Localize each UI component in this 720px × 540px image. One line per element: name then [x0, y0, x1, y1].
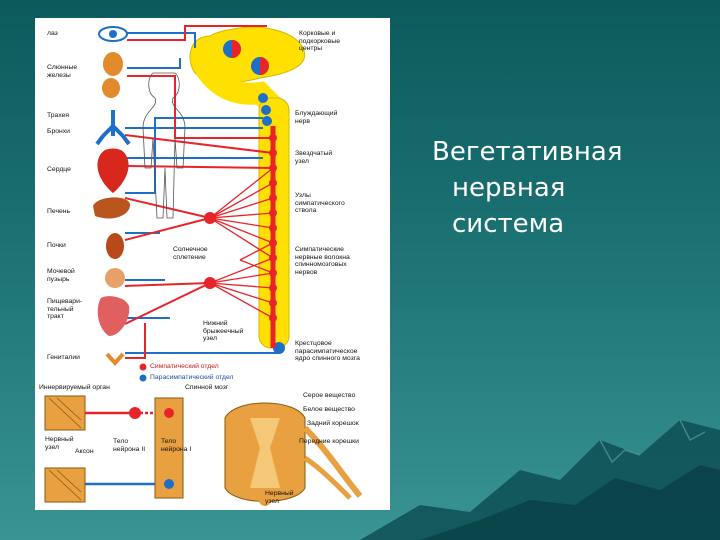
label-nerve-ganglion: Нервный узел: [265, 490, 294, 505]
legend-parasympathetic: Парасимпатический отдел: [150, 374, 234, 381]
label-liver: Печень: [47, 208, 71, 215]
label-neuron2: Тело нейрона II: [113, 438, 146, 453]
title-line-1: Вегетативная: [432, 137, 623, 167]
label-kidneys: Почки: [47, 242, 66, 249]
label-solar-plexus: Солнечное сплетение: [173, 246, 208, 261]
label-neuron1: Тело нейрона I: [161, 438, 192, 453]
title-line-2: нервная: [452, 173, 566, 203]
label-digestive-tract: Пищевари- тельный тракт: [47, 298, 83, 321]
label-white-matter: Белое вещество: [303, 406, 355, 413]
label-vagus-nerve: Блуждающий нерв: [295, 110, 338, 125]
label-salivary-glands: Слюнные железы: [47, 64, 78, 79]
label-axon: Аксон: [75, 448, 94, 455]
label-bronchi: Бронхи: [47, 128, 70, 135]
diagram-drawing: [44, 25, 385, 508]
label-sympathetic-fibers: Симпатические нервные волокна спинномозг…: [295, 246, 350, 276]
label-spinal-cord: Спинной мозг: [185, 384, 229, 391]
label-eye: лаз: [47, 30, 58, 37]
label-sacral-nucleus: Крестцовое парасимпатическое ядро спинно…: [295, 340, 360, 363]
label-genitals: Гениталии: [47, 354, 80, 361]
label-subcortical-centers: Корковые и подкорковые центры: [299, 30, 340, 53]
nervous-system-diagram: лаз Слюнные железы Трахея Бронхи Сердце …: [35, 18, 390, 510]
label-bladder: Мочевой пузырь: [47, 268, 75, 283]
legend-sympathetic: Симпатический отдел: [150, 363, 219, 370]
label-mesenteric-ganglion: Нижний брыжеечный узел: [203, 320, 244, 343]
label-heart: Сердце: [47, 166, 71, 173]
label-gray-matter: Серое вещество: [303, 392, 356, 399]
label-sympathetic-trunk: Узлы симпатического ствола: [295, 192, 345, 215]
label-stellate-ganglion: Звездчатый узел: [295, 150, 333, 165]
label-trachea: Трахея: [47, 112, 70, 119]
slide-title: Вегетативная нервная система: [432, 134, 623, 242]
label-dorsal-root: Задний корешок: [307, 420, 359, 427]
label-innervated-organ: Иннервируемый орган: [39, 384, 110, 391]
label-ganglion-left: Нервный узел: [45, 436, 74, 451]
title-line-3: система: [452, 209, 565, 239]
label-ventral-root: Передние корешки: [299, 438, 359, 445]
